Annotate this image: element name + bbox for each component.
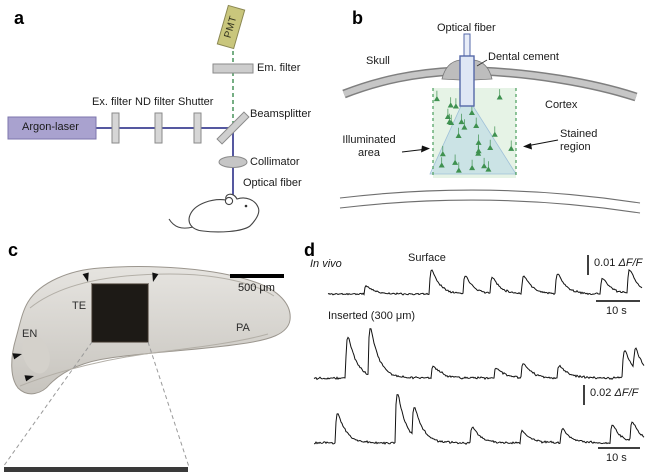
surface-trace-label: Surface — [408, 252, 446, 264]
neuron-glyph — [439, 145, 446, 157]
neuron-glyph — [475, 134, 482, 145]
argon-laser-label: Argon-laser — [22, 121, 79, 133]
skull-bone — [342, 66, 638, 102]
dff-scalebar-bottom-label: 0.02 ΔF/F — [590, 387, 638, 400]
cortex-lower-boundary-1 — [339, 189, 641, 204]
neuron-glyph — [473, 117, 480, 128]
zoom-line-right — [147, 341, 190, 468]
neuron-glyph — [433, 90, 440, 102]
brain-slice — [11, 266, 291, 395]
in-vivo-label: In vivo — [310, 258, 342, 270]
bleached-square — [91, 283, 149, 343]
argon-laser-box — [7, 116, 97, 140]
em-filter-label: Em. filter — [257, 62, 301, 74]
time-scalebar-bottom-label: 10 s — [606, 452, 627, 464]
nd-filter-bar — [154, 112, 163, 144]
panel-d-letter: d — [304, 240, 315, 260]
em-filter-bar — [212, 63, 254, 74]
region-label-en: EN — [22, 328, 38, 340]
neuron-glyph — [485, 161, 492, 172]
dff-scalebar-top-unit: ΔF/F — [618, 257, 643, 269]
en-nucleus-shading — [22, 334, 50, 374]
collimator-lens — [218, 156, 248, 168]
nd-filter-label: ND filter — [135, 96, 175, 108]
pointer-arrows — [12, 272, 159, 382]
dff-scalebar-top-value: 0.01 — [594, 257, 616, 269]
panel-a-diagram — [7, 4, 260, 233]
inserted-trace-label: Inserted (300 μm) — [328, 310, 416, 322]
stained-neurons — [433, 87, 515, 173]
dff-scalebar-bottom-value: 0.02 — [590, 387, 612, 399]
scale-bar — [230, 274, 284, 278]
cortex-label: Cortex — [545, 99, 578, 111]
zoom-line-left — [2, 341, 93, 468]
neuron-glyph — [452, 98, 459, 109]
panel-c-letter: c — [8, 240, 19, 260]
neuron-glyph — [455, 127, 462, 139]
scale-bar-label: 500 μm — [238, 282, 275, 294]
optical-fiber-label-b: Optical fiber — [437, 22, 496, 34]
beamsplitter-bar — [216, 111, 250, 145]
ex-filter-label: Ex. filter — [92, 96, 132, 108]
neuron-glyph — [496, 89, 503, 100]
shutter-label: Shutter — [178, 96, 214, 108]
optical-fiber-label-a: Optical fiber — [243, 177, 302, 189]
neuron-glyph — [455, 162, 462, 173]
optical-fiber-ferrule — [459, 55, 475, 107]
neuron-glyph — [452, 154, 459, 165]
ex-filter-bar — [111, 112, 120, 144]
panel-a-letter: a — [14, 8, 25, 28]
dff-scalebar-top-label: 0.01 ΔF/F — [594, 257, 642, 270]
neuron-glyph — [444, 108, 451, 120]
illuminated-area-label: Illuminated area — [342, 134, 396, 159]
neuron-glyph — [475, 145, 482, 156]
dental-cement-label: Dental cement — [488, 51, 559, 63]
neuron-glyph — [446, 113, 453, 125]
collimator-label: Collimator — [250, 156, 300, 168]
panel-c-histology — [2, 266, 291, 472]
beamsplitter-label: Beamsplitter — [250, 108, 312, 120]
dff-scalebar-bottom-unit: ΔF/F — [614, 387, 639, 399]
dental-cement-pointer — [476, 59, 488, 67]
region-label-te: TE — [72, 300, 87, 312]
neuron-glyph — [458, 113, 465, 125]
time-scalebar-top-label: 10 s — [606, 305, 627, 317]
neuron-glyph — [438, 157, 445, 168]
neuron-glyph — [508, 140, 515, 151]
mouse-illustration — [168, 193, 260, 233]
illuminated-area-arrow — [401, 148, 424, 153]
mouse-eye — [244, 204, 248, 208]
trace-inserted-2 — [313, 394, 645, 445]
neuron-glyph — [491, 126, 498, 137]
shutter-bar — [193, 112, 202, 144]
panel-d-traces — [313, 255, 645, 449]
pmt-box — [216, 4, 246, 50]
trace-surface — [327, 268, 643, 296]
panel-b-diagram — [339, 33, 641, 214]
region-label-pa: PA — [236, 322, 250, 334]
neuron-glyph — [469, 159, 476, 171]
neuron-glyph — [447, 97, 454, 108]
stained-region-arrow — [528, 139, 559, 147]
mouse-ear — [224, 196, 234, 206]
panel-b-letter: b — [352, 8, 363, 28]
cortical-layer-line-upper — [29, 273, 275, 309]
neuron-glyph — [481, 157, 488, 169]
annotation-arrows — [401, 139, 559, 153]
cortical-layer-line-lower — [19, 333, 269, 387]
skull-label: Skull — [366, 55, 390, 67]
neuron-glyph — [461, 119, 468, 130]
neuron-glyph — [487, 139, 494, 151]
scale-bar-lines — [583, 255, 640, 449]
mouse-tail — [168, 218, 194, 229]
mouse-body — [188, 193, 260, 233]
zoom-inset-edge — [4, 467, 188, 472]
cortex-lower-boundary-2 — [339, 199, 641, 214]
trace-inserted-1 — [313, 328, 645, 381]
stained-region-label: Stained region — [560, 128, 598, 153]
